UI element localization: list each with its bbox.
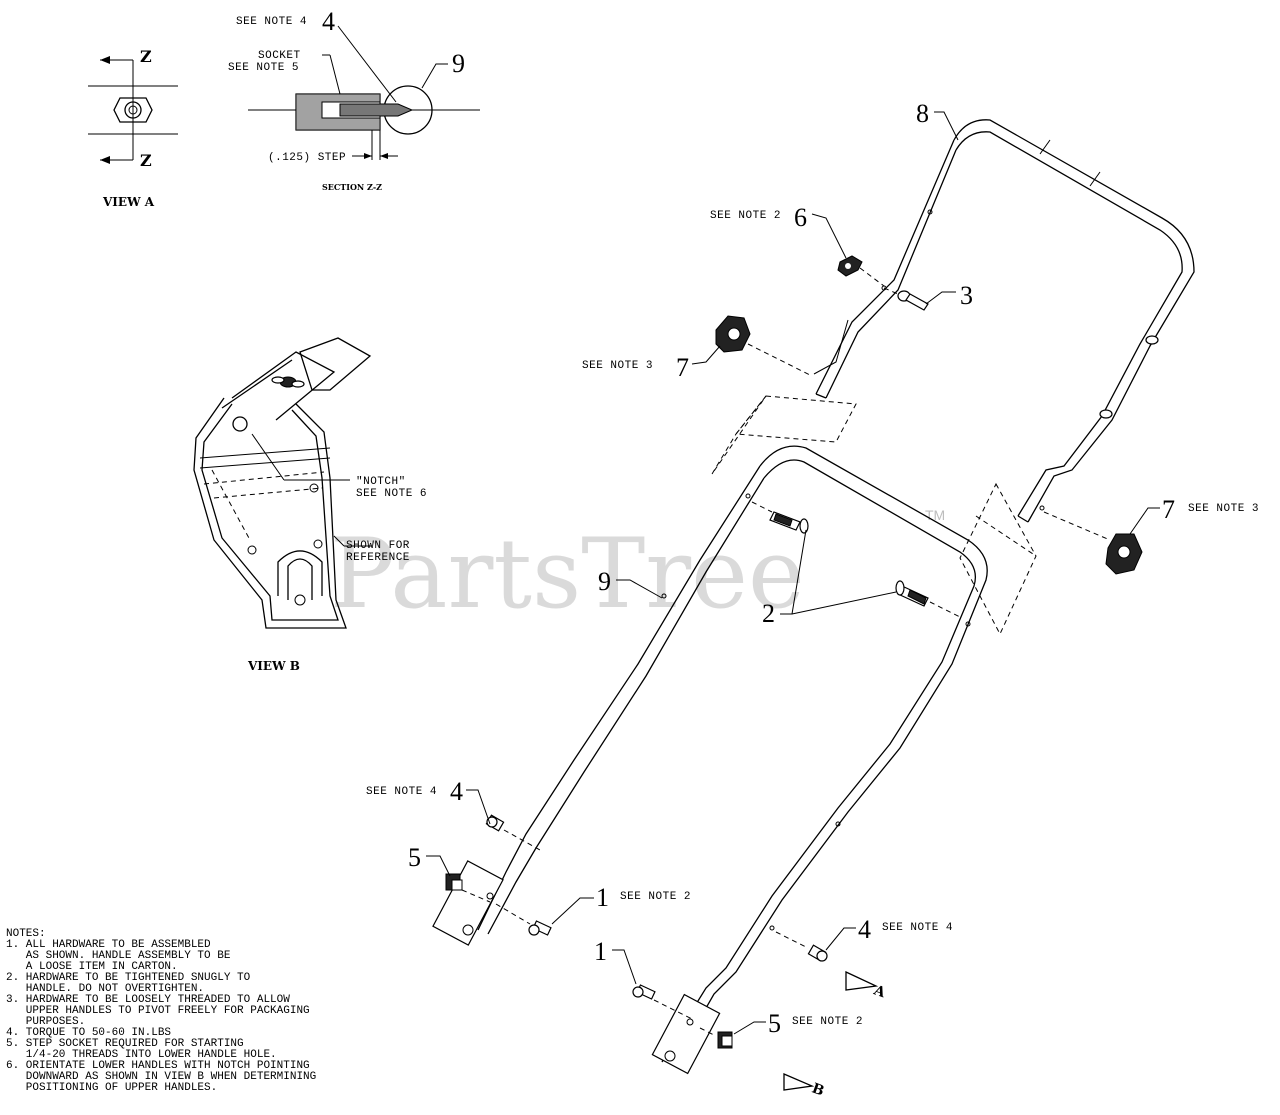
step-label: (.125) STEP (268, 152, 346, 164)
callout-6: 6 (794, 203, 807, 232)
note-line: A LOOSE ITEM IN CARTON. (6, 961, 178, 973)
dashed-outline-left (735, 395, 857, 443)
view-b-marker: B (810, 1080, 827, 1099)
hardware-4b (775, 931, 828, 962)
z-label-bottom: Z (140, 151, 152, 170)
callout-1a-note: SEE NOTE 2 (620, 891, 691, 903)
socket-note: SEE NOTE 5 (228, 62, 299, 74)
notes-heading: NOTES: (6, 928, 46, 940)
note-line: 1. ALL HARDWARE TO BE ASSEMBLED (6, 939, 211, 951)
callout-4a-note: SEE NOTE 4 (366, 786, 437, 798)
hardware-2 (751, 501, 963, 619)
socket-label: SOCKET (258, 50, 301, 62)
note-line: 5. STEP SOCKET REQUIRED FOR STARTING (6, 1038, 244, 1050)
note-line: 4. TORQUE TO 50-60 IN.LBS (6, 1027, 171, 1039)
dashed-connector-left (711, 395, 767, 475)
view-b-title: VIEW B (247, 659, 300, 673)
callout-4b-note: SEE NOTE 4 (882, 922, 953, 934)
note-line: 2. HARDWARE TO BE TIGHTENED SNUGLY TO (6, 972, 251, 984)
note-line: UPPER HANDLES TO PIVOT FREELY FOR PACKAG… (6, 1005, 310, 1017)
z-label-top: Z (140, 47, 152, 66)
hardware-7b (1043, 511, 1143, 575)
section-callout-9: 9 (452, 49, 465, 78)
note-line: HANDLE. DO NOT OVERTIGHTEN. (6, 983, 204, 995)
callout-1a: 1 (596, 883, 609, 912)
reference-label: REFERENCE (346, 552, 410, 564)
notch-label: "NOTCH" (356, 476, 406, 488)
view-a-marker-icon (845, 970, 879, 991)
callout-1b: 1 (594, 937, 607, 966)
hardware-6 (837, 255, 885, 287)
callout-6-note: SEE NOTE 2 (710, 210, 781, 222)
view-b: "NOTCH" SEE NOTE 6 SHOWN FOR REFERENCE V… (193, 337, 427, 673)
callout-5b: 5 (768, 1009, 781, 1038)
section-title: SECTION Z-Z (322, 182, 382, 192)
notch-note: SEE NOTE 6 (356, 488, 427, 500)
hardware-5b (699, 1027, 733, 1049)
note-line: 3. HARDWARE TO BE LOOSELY THREADED TO AL… (6, 994, 290, 1006)
dashed-outline-right (959, 482, 1037, 636)
callout-5b-note: SEE NOTE 2 (792, 1016, 863, 1028)
notes-block: NOTES: 1. ALL HARDWARE TO BE ASSEMBLED A… (6, 928, 316, 1094)
view-a: Z Z VIEW A (88, 47, 178, 209)
callout-7a-note: SEE NOTE 3 (582, 360, 653, 372)
section-callout-4: 4 (322, 7, 335, 36)
callout-8: 8 (916, 99, 929, 128)
hardware-1a (495, 903, 552, 936)
callout-9: 9 (598, 567, 611, 596)
hardware-1b (632, 984, 695, 1021)
note-line: PURPOSES. (6, 1016, 85, 1028)
note-line: 1/4-20 THREADS INTO LOWER HANDLE HOLE. (6, 1049, 277, 1061)
hardware-3 (883, 287, 929, 311)
note-line: AS SHOWN. HANDLE ASSEMBLY TO BE (6, 950, 231, 962)
hardware-7a (715, 315, 813, 377)
section-see-note-4: SEE NOTE 4 (236, 16, 307, 28)
lower-handle (432, 445, 988, 1075)
watermark-text: PartsTree (330, 518, 805, 630)
nut-hex-icon (113, 97, 153, 123)
upper-handle (813, 119, 1195, 523)
callout-2: 2 (762, 599, 775, 628)
view-a-title: VIEW A (102, 195, 155, 209)
section-zz: SEE NOTE 4 4 SOCKET SEE NOTE 5 9 (.125) … (228, 7, 480, 192)
arrow-left-icon (100, 56, 110, 64)
hardware-4a (485, 814, 541, 851)
callout-4a: 4 (450, 777, 463, 806)
note-line: DOWNWARD AS SHOWN IN VIEW B WHEN DETERMI… (6, 1071, 316, 1083)
callout-3: 3 (960, 281, 973, 310)
arrow-left-icon (100, 156, 110, 164)
callout-5a: 5 (408, 843, 421, 872)
shown-for-label: SHOWN FOR (346, 540, 410, 552)
callout-7a: 7 (676, 353, 689, 382)
callout-4b: 4 (858, 915, 871, 944)
callout-7b-note: SEE NOTE 3 (1188, 503, 1259, 515)
note-line: 6. ORIENTATE LOWER HANDLES WITH NOTCH PO… (6, 1060, 310, 1072)
hardware-5a (445, 873, 491, 903)
note-line: POSITIONING OF UPPER HANDLES. (6, 1082, 217, 1094)
callout-7b: 7 (1162, 495, 1175, 524)
view-b-marker-icon (783, 1073, 815, 1091)
